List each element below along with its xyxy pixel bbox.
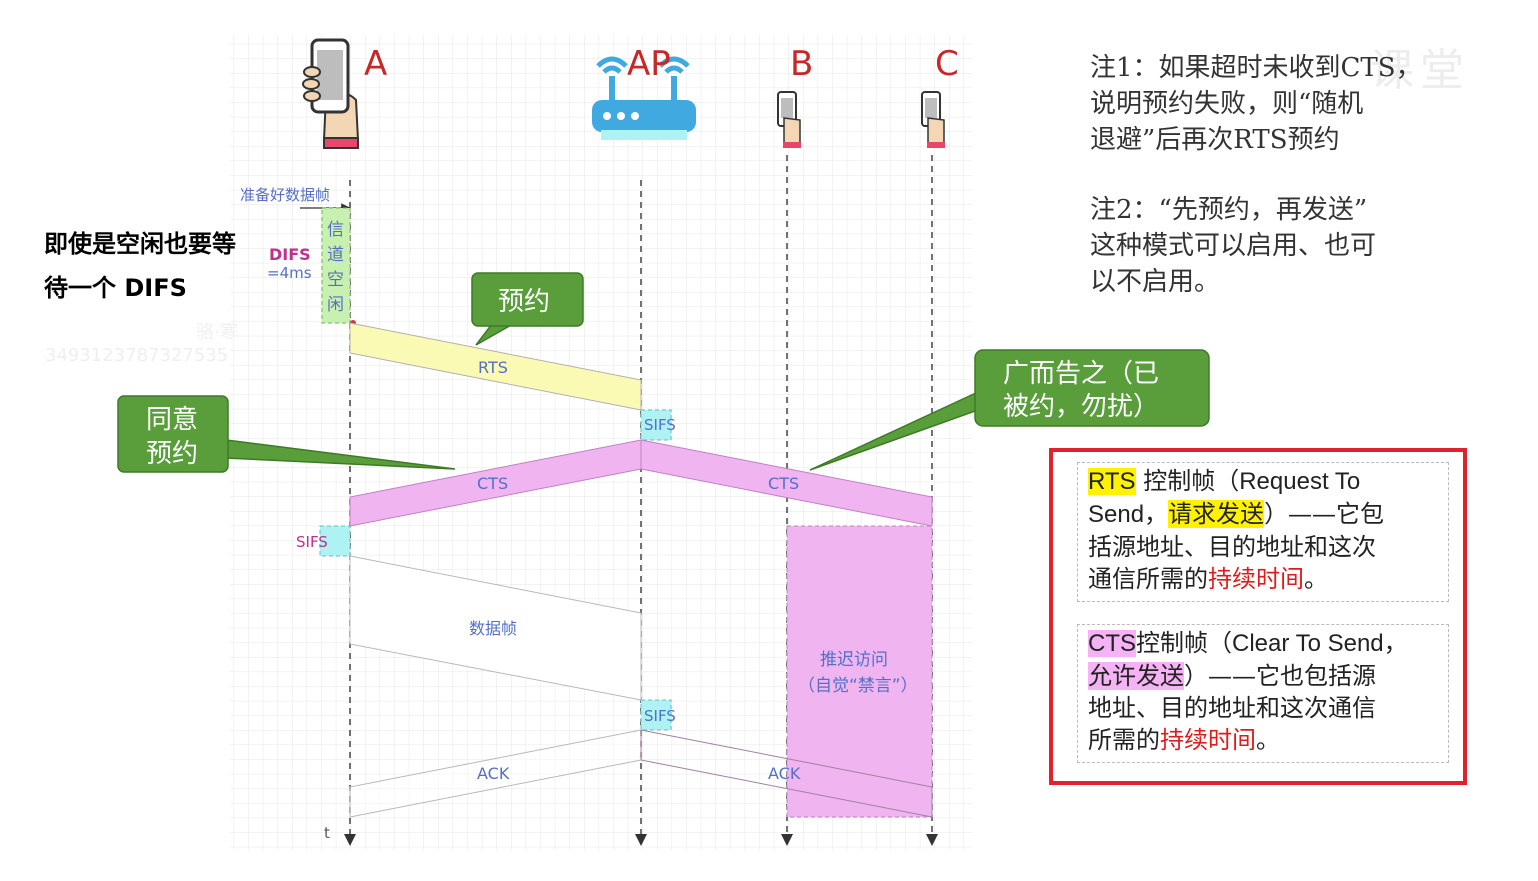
- ack-label-c: ACK: [768, 764, 801, 783]
- note-2-line3: 以不启用。: [1090, 267, 1221, 297]
- defer-access-box: [786, 525, 933, 818]
- channel-idle-char: 空: [327, 270, 344, 290]
- note-1-line2: 说明预约失败，则“随机: [1090, 89, 1364, 119]
- sifs-box-a: [319, 525, 351, 557]
- cts-def-part3: 地址、目的地址和这次通信: [1088, 694, 1376, 722]
- hand-phone-icon: [302, 38, 360, 149]
- sifs-label-a: SIFS: [296, 533, 328, 551]
- station-b-label: B: [790, 44, 813, 84]
- ready-label: 准备好数据帧: [240, 186, 330, 204]
- channel-idle-char: 闲: [327, 295, 344, 315]
- defer-label-line1: 推迟访问: [820, 650, 888, 670]
- small-phone-icon: [921, 91, 945, 148]
- announce-callout-line1: 广而告之（已: [1003, 359, 1159, 389]
- sifs-box-ap-1: [640, 409, 672, 441]
- cts-def-part2: ）——它也包括源: [1184, 662, 1376, 690]
- note-2: 注2：“先预约，再发送” 这种模式可以启用、也可 以不启用。: [1090, 192, 1435, 300]
- rts-abbr: RTS: [1088, 468, 1136, 495]
- data-frame-label: 数据帧: [469, 619, 517, 638]
- rts-duration: 持续时间: [1208, 565, 1304, 593]
- left-note-line1: 即使是空闲也要等: [44, 230, 236, 258]
- announce-callout-line2: 被约，勿扰）: [1003, 392, 1159, 422]
- defer-label-line2: （自觉“禁言”）: [798, 676, 918, 696]
- time-axis-label: t: [324, 824, 330, 842]
- ack-label-a: ACK: [477, 764, 510, 783]
- course-watermark: 课堂: [1370, 45, 1470, 96]
- announce-callout: 广而告之（已 被约，勿扰）: [809, 349, 1210, 471]
- cts-abbr: CTS: [1088, 630, 1136, 657]
- cts-def-end: 。: [1256, 726, 1280, 754]
- rts-def-end: 。: [1304, 565, 1328, 593]
- rts-english-2: Send，: [1088, 501, 1169, 528]
- definitions-frame: [1049, 448, 1467, 785]
- channel-idle-char: 道: [327, 245, 344, 265]
- note-2-line2: 这种模式可以启用、也可: [1090, 231, 1377, 261]
- reserve-callout: 预约: [471, 272, 584, 346]
- cts-label-c: CTS: [768, 474, 799, 493]
- cts-english: Clear To Send，: [1232, 630, 1408, 657]
- station-ap-label: AP: [627, 44, 671, 84]
- rts-def-part4: 通信所需的: [1088, 565, 1208, 593]
- cts-label-a: CTS: [477, 474, 508, 493]
- faint-id-watermark: 3493123787327535: [45, 345, 228, 366]
- difs-value: =4ms: [267, 264, 312, 282]
- note-1-line1: 注1：如果超时未收到CTS，: [1090, 53, 1422, 83]
- difs-label: DIFS: [269, 245, 311, 264]
- cts-def-part1: 控制帧（: [1136, 629, 1232, 657]
- sifs-label-ap-2: SIFS: [644, 707, 676, 725]
- agree-callout: 同意 预约: [117, 395, 456, 473]
- difs-box: [321, 207, 351, 324]
- agree-callout-line2: 预约: [146, 439, 198, 469]
- left-note-line2: 待一个 DIFS: [44, 274, 187, 302]
- router-icon: [592, 56, 696, 140]
- rts-def-part1: 控制帧（: [1135, 467, 1240, 495]
- cts-meaning: 允许发送: [1088, 662, 1184, 690]
- sifs-label-ap-1: SIFS: [644, 416, 676, 434]
- agree-callout-line1: 同意: [146, 405, 198, 435]
- cts-duration: 持续时间: [1160, 726, 1256, 754]
- small-phone-icon: [777, 91, 801, 148]
- note-2-line1: 注2：“先预约，再发送”: [1090, 195, 1368, 225]
- cts-def-part4: 所需的: [1088, 726, 1160, 754]
- rts-meaning: 请求发送: [1168, 500, 1265, 528]
- reserve-callout-text: 预约: [498, 287, 550, 317]
- channel-idle-char: 信: [327, 220, 344, 240]
- rts-label: RTS: [478, 358, 508, 377]
- cts-definition: CTS控制帧（Clear To Send， 允许发送）——它也包括源 地址、目的…: [1077, 624, 1449, 763]
- ack-band-to-c: [640, 729, 933, 818]
- rts-def-part3: 括源地址、目的地址和这次: [1088, 533, 1376, 561]
- rts-english-1: Request To: [1239, 468, 1361, 495]
- left-note: 即使是空闲也要等 待一个 DIFS: [44, 222, 284, 310]
- note-1: 注1：如果超时未收到CTS， 说明预约失败，则“随机 退避”后再次RTS预约: [1090, 50, 1435, 158]
- note-1-line3: 退避”后再次RTS预约: [1090, 125, 1340, 155]
- sifs-box-ap-2: [640, 699, 672, 731]
- station-c-label: C: [935, 44, 959, 84]
- station-a-label: A: [364, 44, 387, 84]
- rts-definition: RTS 控制帧（Request To Send，请求发送）——它包 括源地址、目…: [1077, 462, 1449, 602]
- rts-def-part2: ）——它包: [1264, 500, 1385, 528]
- faint-user-watermark: 骆·寒: [196, 322, 238, 343]
